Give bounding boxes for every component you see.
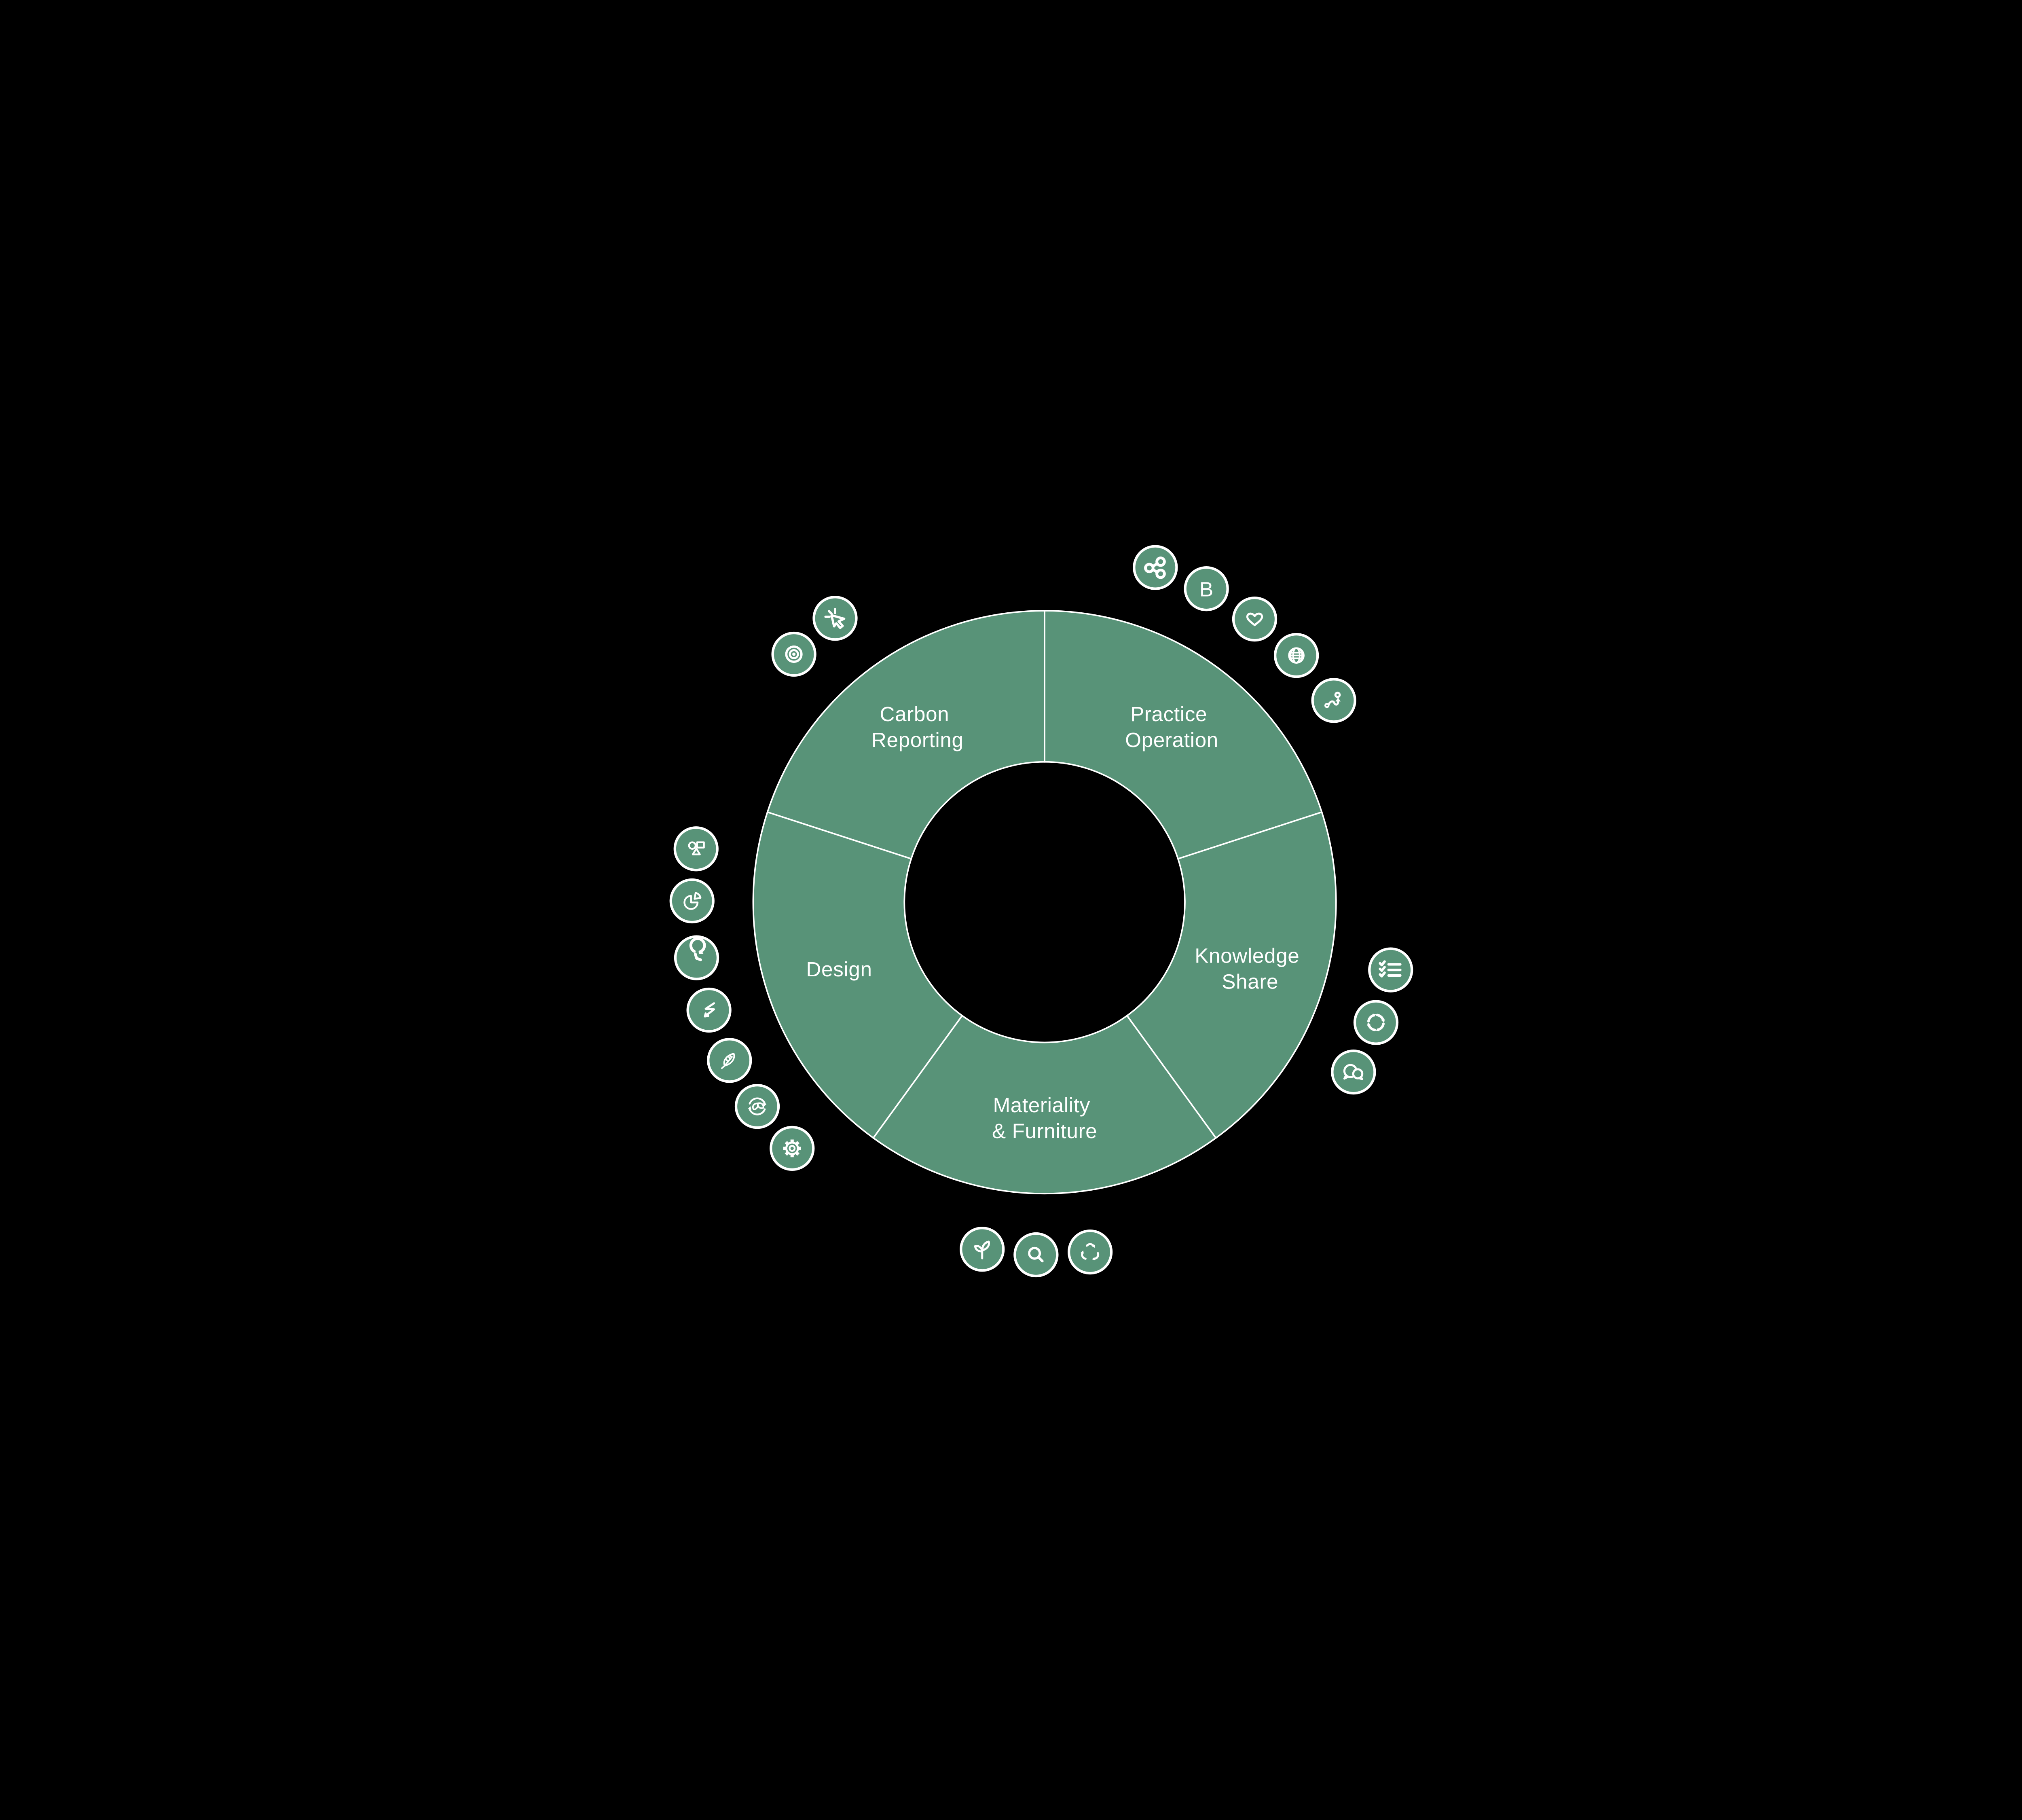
bullseye-icon bbox=[771, 631, 816, 677]
icon-bubble bbox=[812, 596, 858, 641]
segment-label-materiality-furniture: Materiality & Furniture bbox=[992, 1094, 1097, 1143]
share-nodes-icon bbox=[1133, 545, 1178, 590]
segment-materiality-furniture bbox=[872, 1014, 1217, 1195]
icon-bubble bbox=[669, 878, 715, 924]
segment-practice-operation bbox=[1044, 610, 1323, 860]
icon-bubble bbox=[1013, 1232, 1059, 1278]
pie-chart-icon bbox=[669, 878, 715, 924]
recycle-icon bbox=[1068, 1230, 1113, 1275]
b-corp-icon: B bbox=[1184, 566, 1229, 612]
clock-refresh-icon bbox=[674, 935, 719, 980]
eco-cycle-icon bbox=[734, 1084, 780, 1129]
icon-bubble bbox=[770, 1126, 815, 1171]
gear-icon bbox=[770, 1126, 815, 1171]
b-letter: B bbox=[1199, 578, 1213, 601]
segment-label-practice-operation: Practice Operation bbox=[1125, 703, 1218, 751]
segment-carbon-reporting bbox=[766, 610, 1045, 860]
sprout-icon bbox=[960, 1227, 1005, 1272]
winding-path-icon bbox=[1311, 678, 1356, 723]
cycle-arrows-icon bbox=[1353, 1000, 1399, 1045]
segment-label-design: Design bbox=[806, 958, 872, 981]
icon-bubble bbox=[1232, 597, 1277, 642]
search-icon bbox=[1013, 1232, 1059, 1278]
icon-bubble bbox=[1353, 1000, 1399, 1045]
cursor-click-icon bbox=[812, 596, 858, 641]
segment-knowledge-share bbox=[1126, 811, 1337, 1139]
icon-bubble bbox=[686, 987, 732, 1033]
leaf-icon bbox=[707, 1038, 752, 1083]
segment-label-knowledge-share: Knowledge Share bbox=[1195, 944, 1305, 993]
shapes-icon bbox=[673, 826, 719, 872]
icon-bubble bbox=[1133, 545, 1178, 590]
segment-label-carbon-reporting: Carbon Reporting bbox=[871, 703, 964, 751]
heart-icon bbox=[1232, 597, 1277, 642]
globe-icon bbox=[1274, 633, 1319, 678]
donut-chart: Carbon Reporting Practice Operation Know… bbox=[752, 610, 1337, 1195]
icon-ring: B bbox=[669, 545, 1413, 1278]
icon-bubble bbox=[1311, 678, 1356, 723]
chat-bubbles-icon bbox=[1331, 1050, 1376, 1095]
segment-design bbox=[752, 811, 963, 1139]
icon-bubble bbox=[1068, 1230, 1113, 1275]
zigzag-arrow-icon bbox=[686, 987, 732, 1033]
checklist-icon bbox=[1368, 947, 1413, 993]
icon-bubble bbox=[1184, 566, 1229, 612]
